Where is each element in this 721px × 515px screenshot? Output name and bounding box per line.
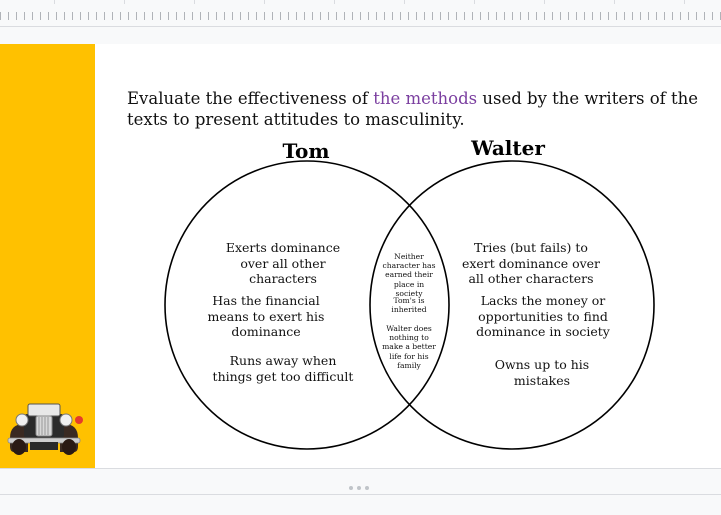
venn-diagram [164,160,655,450]
question-highlight[interactable]: the methods [373,89,478,108]
ruler-ticks [0,12,721,20]
venn-label-left: Tom [282,139,330,163]
right-item-3: Owns up to his mistakes [494,357,590,388]
left-item-1: Exerts dominance over all other characte… [225,240,341,286]
top-ruler [0,0,721,27]
middle-item-1: Neither character has earned their place… [382,252,436,298]
question-text: Evaluate the effectiveness of the method… [127,88,717,130]
speaker-notes-area [0,469,721,515]
slide-canvas[interactable]: Evaluate the effectiveness of the method… [0,44,721,469]
middle-item-3: Walter does nothing to make a better lif… [382,324,436,370]
venn-circle-left [164,160,450,450]
left-item-3: Runs away when things get too difficult [212,353,354,384]
ruler-top-bar [0,0,721,4]
more-dots-icon[interactable] [349,486,373,492]
question-after: used by the writers of the texts to pres… [127,89,699,129]
right-item-2: Lacks the money or opportunities to find… [476,293,610,339]
left-item-2: Has the financial means to exert his dom… [207,293,325,339]
question-before: Evaluate the effectiveness of [127,89,374,108]
middle-item-2: Tom's is inherited [391,296,427,315]
venn-circle-right [369,160,655,450]
right-item-1: Tries (but fails) to exert dominance ove… [461,240,601,286]
notes-divider [0,494,721,495]
venn-label-right: Walter [471,136,545,160]
vintage-car-icon [7,403,83,455]
side-band [0,44,95,468]
canvas-gap [0,27,721,44]
